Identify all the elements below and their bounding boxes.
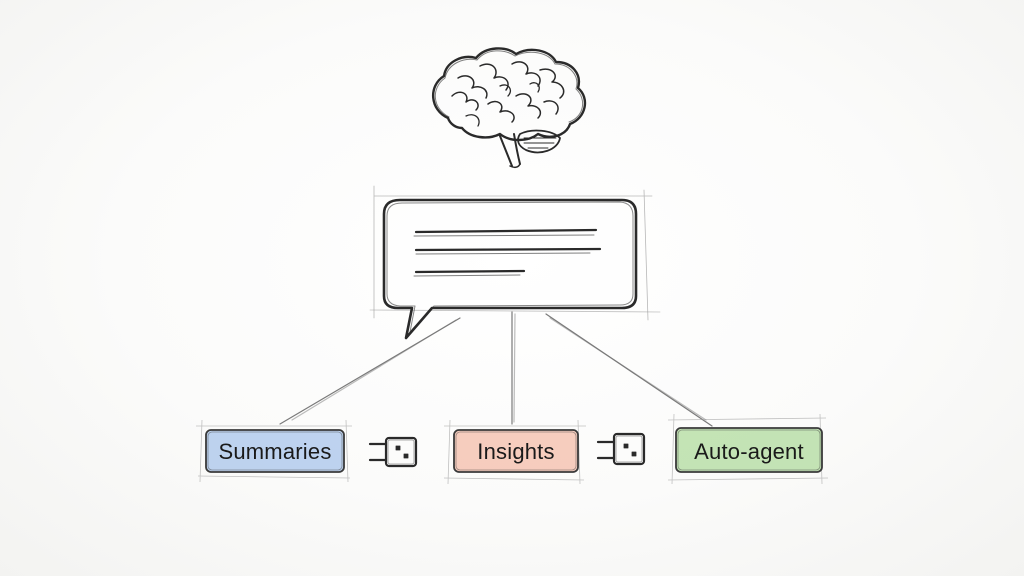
node-summaries-label: Summaries [218,439,331,464]
node-summaries-fill [205,429,345,473]
node-insights: Insights [443,419,586,485]
speech-bubble-icon [369,185,661,340]
node-auto-agent: Auto-agent [667,413,829,485]
plug-icon [596,432,646,466]
connector-lines [279,311,713,427]
node-insights-fill [453,429,579,473]
brain-icon [432,47,587,169]
plug-icon [368,436,418,468]
node-summaries: Summaries [196,419,352,483]
node-insights-label: Insights [477,439,554,464]
node-auto-agent-fill [675,427,823,473]
node-auto-agent-label: Auto-agent [694,439,804,464]
